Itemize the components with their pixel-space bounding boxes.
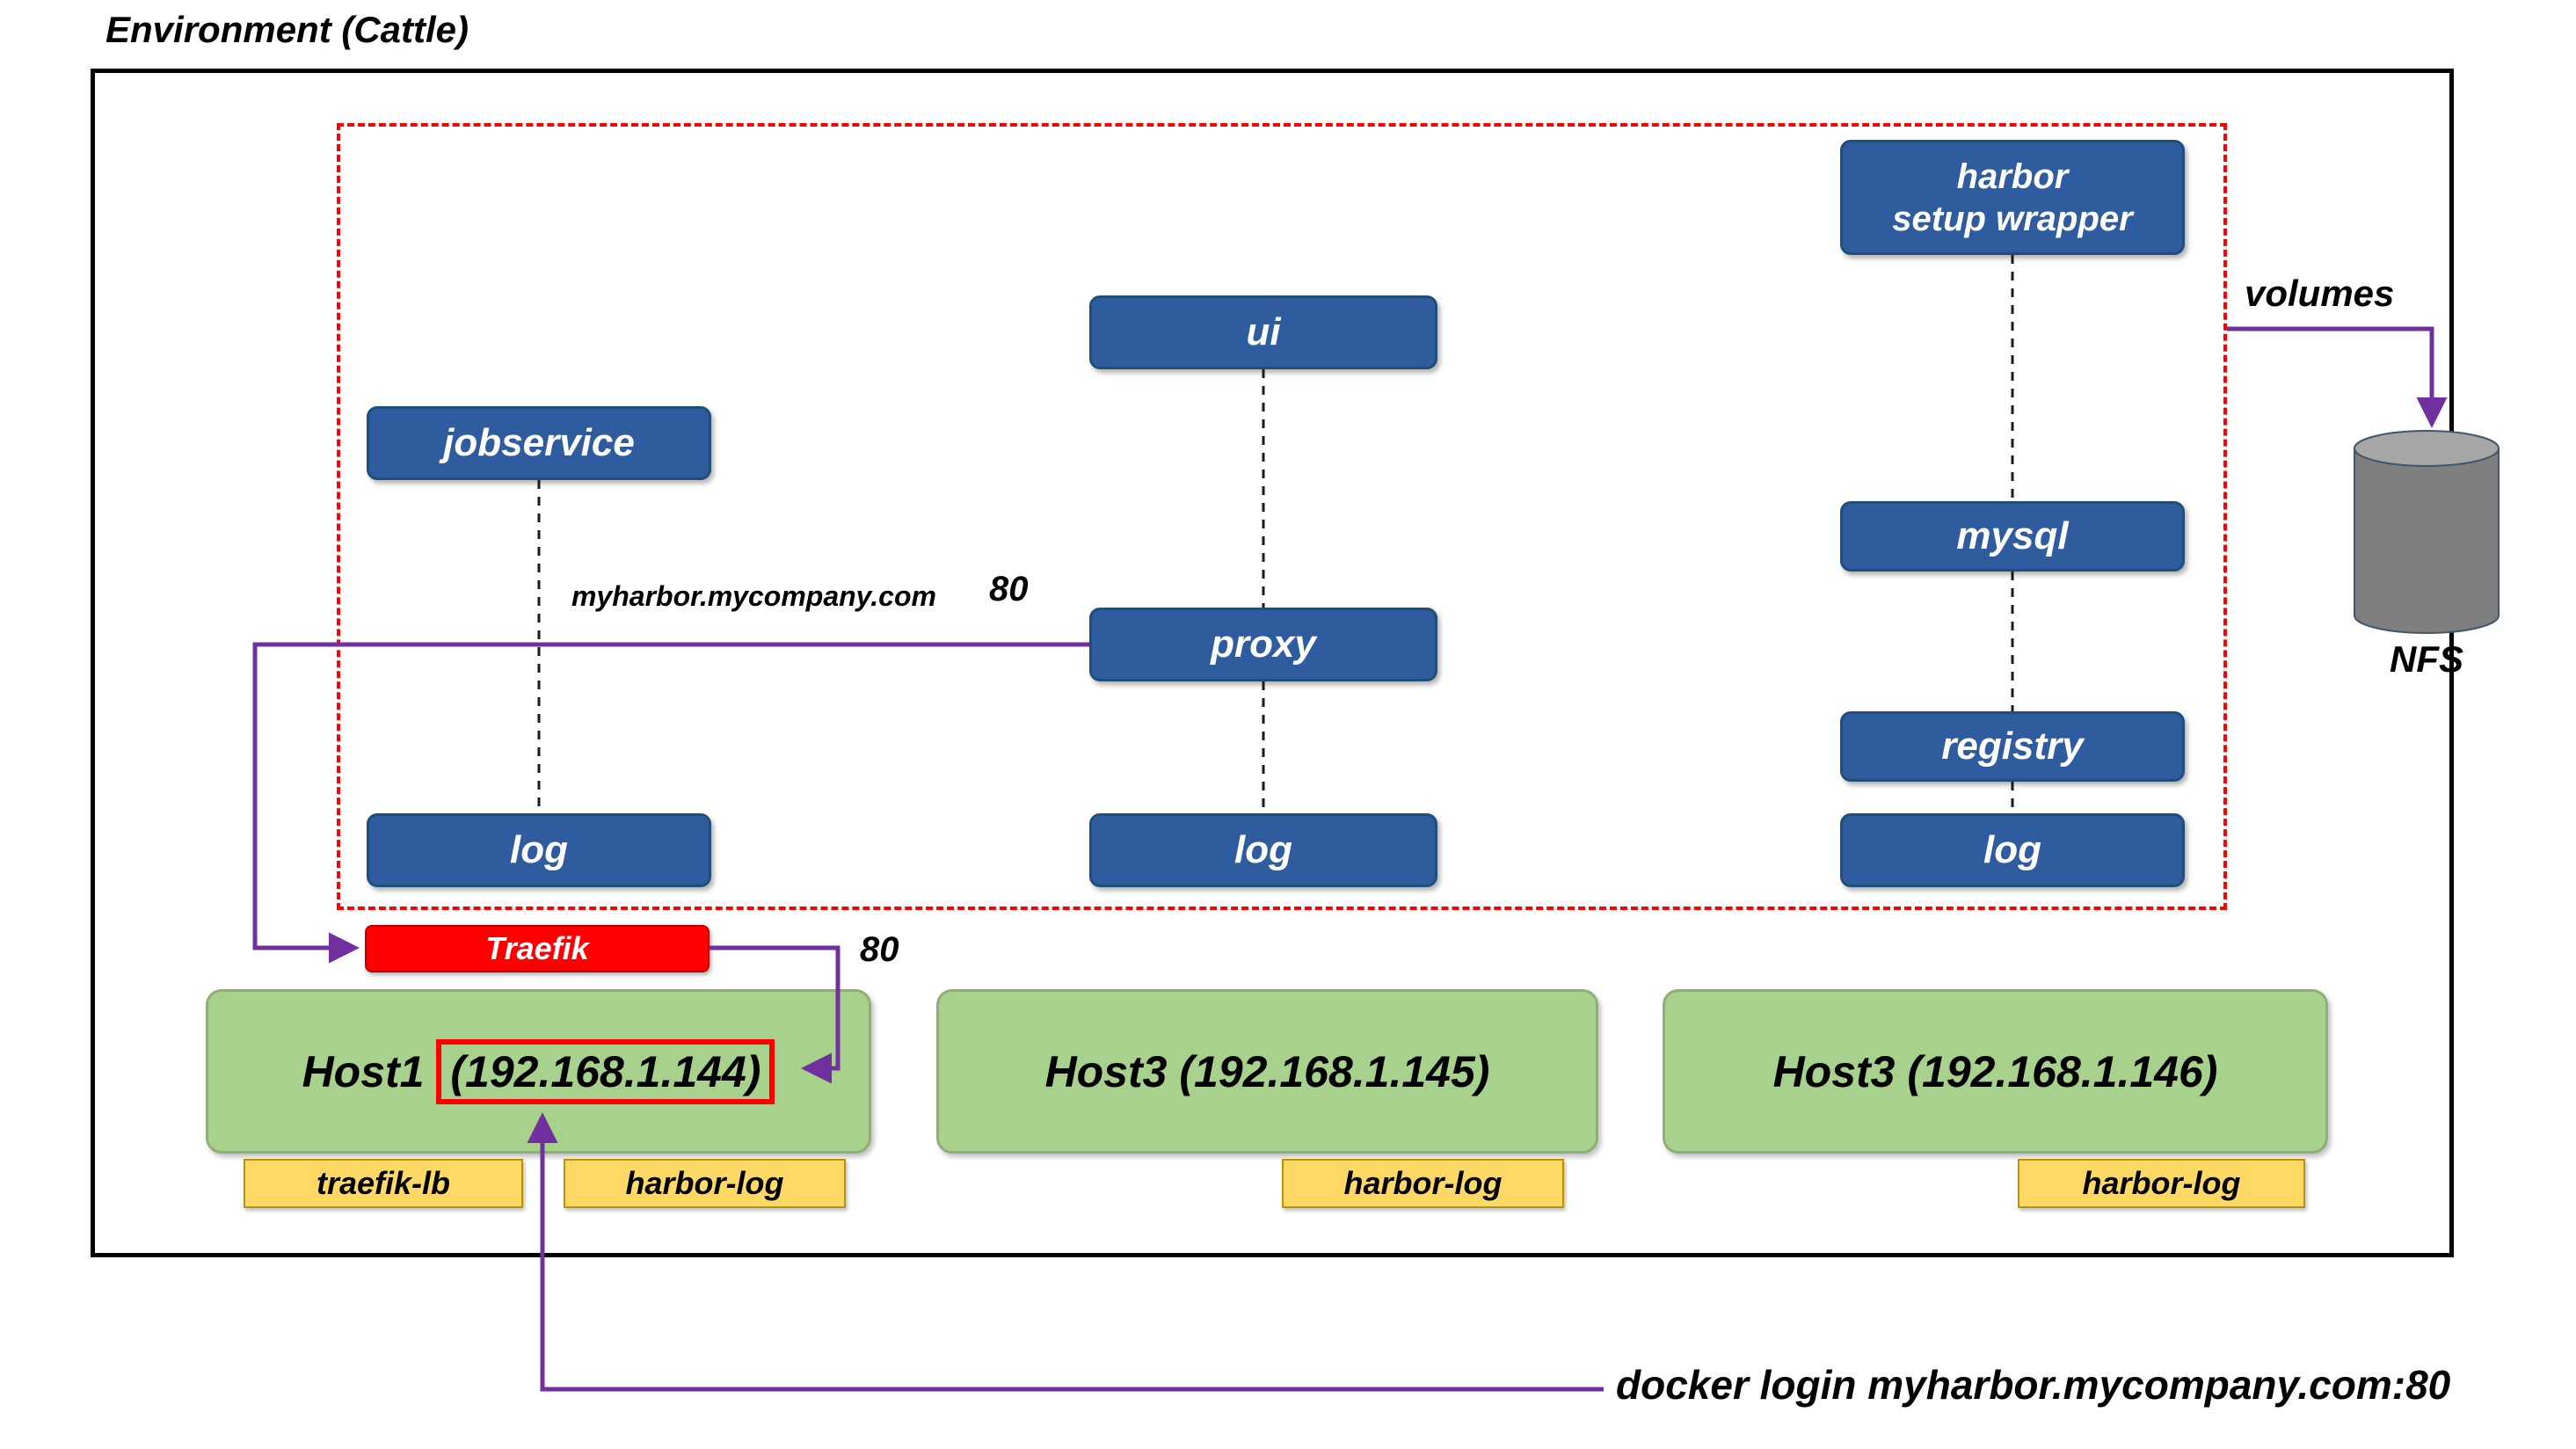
- service-log-middle: log: [1089, 813, 1437, 887]
- host2-tag-harbor-log: harbor-log: [1282, 1159, 1564, 1208]
- service-registry: registry: [1840, 711, 2185, 782]
- route-domain-label: myharbor.mycompany.com: [571, 580, 936, 612]
- service-harbor-setup-wrapper-line2: setup wrapper: [1892, 199, 2133, 238]
- nfs-label: NFS: [2390, 638, 2463, 680]
- traefik-box: Traefik: [365, 925, 709, 972]
- host1-ip-highlight: (192.168.1.144): [436, 1038, 775, 1104]
- diagram-title: Environment (Cattle): [106, 9, 469, 50]
- service-mysql: mysql: [1840, 501, 2185, 572]
- service-log-right: log: [1840, 813, 2185, 887]
- host1-tag-traefik-lb: traefik-lb: [244, 1159, 523, 1208]
- service-harbor-setup-wrapper: harbor setup wrapper: [1840, 140, 2185, 255]
- service-log-left: log: [367, 813, 711, 887]
- host1-box: Host1 (192.168.1.144): [206, 989, 871, 1154]
- route-port-label: 80: [989, 570, 1029, 608]
- host1-tag-harbor-log: harbor-log: [564, 1159, 846, 1208]
- host3-box: Host3 (192.168.1.146): [1663, 989, 2328, 1154]
- harbor-stack-boundary: [337, 123, 2227, 910]
- service-harbor-setup-wrapper-line1: harbor: [1956, 157, 2069, 196]
- volumes-label: volumes: [2245, 273, 2395, 314]
- service-ui: ui: [1089, 295, 1437, 369]
- host2-box: Host3 (192.168.1.145): [936, 989, 1598, 1154]
- host1-name: Host1: [302, 1046, 437, 1096]
- service-jobservice: jobservice: [367, 406, 711, 480]
- docker-login-annotation: docker login myharbor.mycompany.com:80: [1616, 1362, 2451, 1408]
- service-proxy: proxy: [1089, 608, 1437, 681]
- host3-tag-harbor-log: harbor-log: [2018, 1159, 2305, 1208]
- service-harbor-setup-wrapper-label: harbor setup wrapper: [1892, 156, 2132, 240]
- traefik-host-port-label: 80: [860, 930, 899, 969]
